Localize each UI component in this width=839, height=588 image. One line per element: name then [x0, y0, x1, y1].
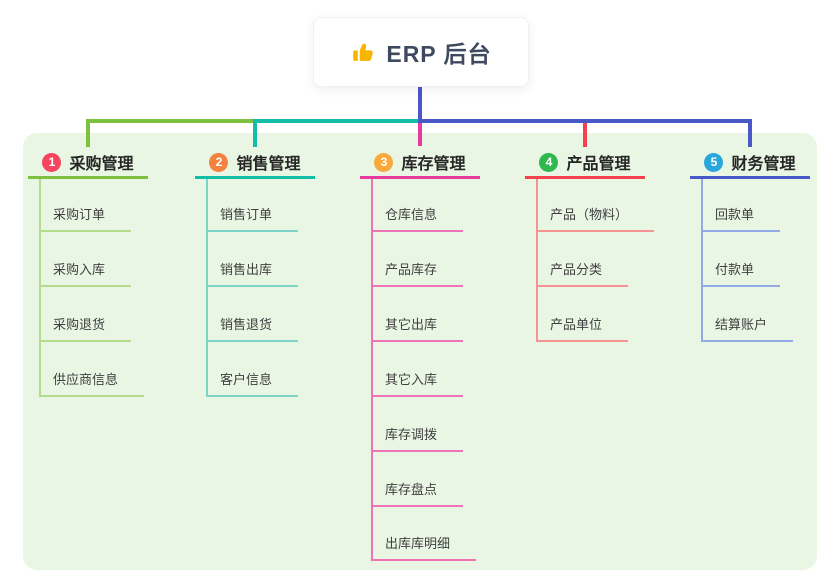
branch-children-connector	[701, 179, 703, 341]
child-node[interactable]: 产品分类	[536, 259, 629, 287]
branch-number-badge: 4	[539, 152, 559, 172]
child-node[interactable]: 采购退货	[39, 314, 132, 342]
child-node[interactable]: 产品单位	[536, 314, 629, 342]
child-node[interactable]: 出库库明细	[371, 533, 477, 562]
branch-heading[interactable]: 5 财务管理	[690, 148, 810, 179]
branch-label: 财务管理	[731, 156, 796, 173]
child-node[interactable]: 仓库信息	[371, 204, 464, 232]
child-node[interactable]: 销售出库	[206, 259, 299, 287]
child-node[interactable]: 供应商信息	[39, 369, 145, 397]
branch-label: 销售管理	[236, 156, 301, 173]
child-node[interactable]: 销售订单	[206, 204, 299, 232]
child-node[interactable]: 产品（物料）	[536, 204, 655, 232]
thumbs-up-icon	[350, 39, 376, 65]
child-node[interactable]: 其它出库	[371, 314, 464, 342]
branch-heading[interactable]: 4 产品管理	[525, 148, 645, 179]
child-node[interactable]: 产品库存	[371, 259, 464, 287]
branch-heading[interactable]: 3 库存管理	[360, 148, 480, 179]
child-node[interactable]: 库存盘点	[371, 479, 464, 507]
child-node[interactable]: 销售退货	[206, 314, 299, 342]
child-node[interactable]: 回款单	[701, 204, 781, 232]
child-node[interactable]: 采购入库	[39, 259, 132, 287]
child-node[interactable]: 库存调拨	[371, 424, 464, 452]
branch-heading[interactable]: 2 销售管理	[195, 148, 315, 179]
branch-number-badge: 1	[42, 152, 62, 172]
branch-label: 产品管理	[566, 156, 631, 173]
branch-children-connector	[39, 179, 41, 396]
child-node[interactable]: 付款单	[701, 259, 781, 287]
child-node[interactable]: 其它入库	[371, 369, 464, 397]
branch-number-badge: 5	[704, 152, 724, 172]
branch-number-badge: 3	[374, 152, 394, 172]
branch-label: 采购管理	[69, 156, 134, 173]
branches-panel	[23, 133, 817, 570]
branch-children-connector	[536, 179, 538, 341]
branch-label: 库存管理	[401, 156, 466, 173]
branch-heading[interactable]: 1 采购管理	[28, 148, 148, 179]
root-title: ERP 后台	[386, 41, 492, 67]
branch-children-connector	[371, 179, 373, 561]
child-node[interactable]: 结算账户	[701, 314, 794, 342]
root-node[interactable]: ERP 后台	[313, 17, 529, 87]
branch-children-connector	[206, 179, 208, 396]
child-node[interactable]: 采购订单	[39, 204, 132, 232]
child-node[interactable]: 客户信息	[206, 369, 299, 397]
branch-number-badge: 2	[209, 152, 229, 172]
